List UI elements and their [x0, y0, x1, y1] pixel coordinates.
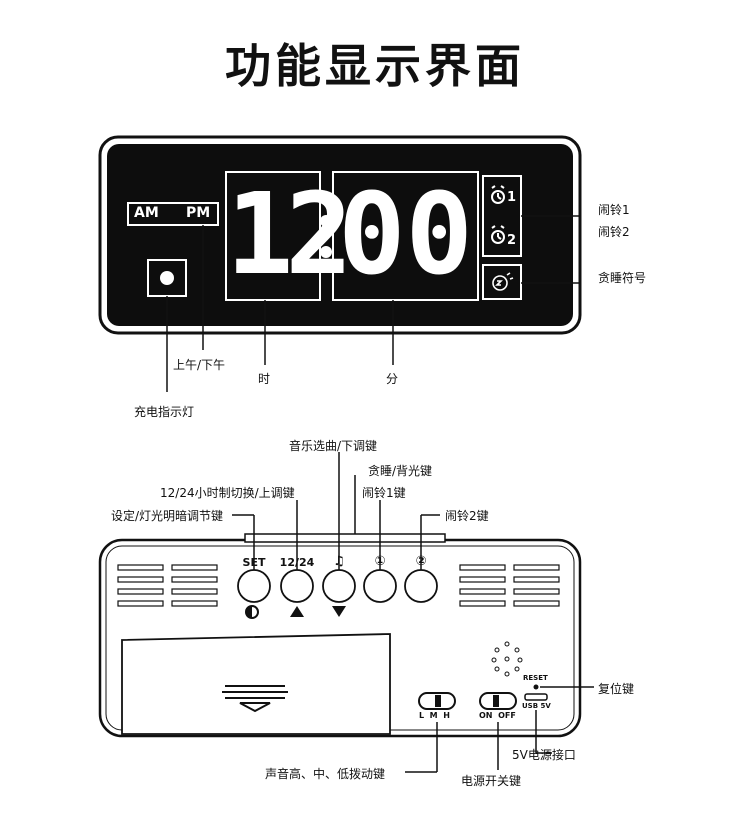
- callout-volume: 声音高、中、低拨动键: [265, 767, 386, 781]
- callout-alarm1: 闹铃1: [598, 203, 630, 217]
- callout-mode-button: 12/24小时制切换/上调键: [160, 486, 295, 500]
- mode-button-label: 12/24: [279, 556, 315, 569]
- callout-alarm2-button: 闹铃2键: [445, 509, 489, 523]
- volume-switch-label: L M H: [419, 711, 450, 720]
- callout-alarm1-button: 闹铃1键: [362, 486, 406, 500]
- vent-left: [117, 564, 218, 607]
- callout-reset: 复位键: [598, 682, 635, 696]
- volume-switch-toggle[interactable]: [419, 693, 455, 709]
- up-arrow-icon: [290, 606, 304, 617]
- callout-snooze-button: 贪睡/背光键: [368, 464, 433, 478]
- alarm1-button-label: ①: [374, 554, 386, 569]
- alarm-1-num: 1: [507, 190, 517, 205]
- reset-hole: [533, 684, 539, 690]
- usb-port: [524, 693, 548, 701]
- callout-ampm: 上午/下午: [173, 358, 226, 372]
- callout-snooze: 贪睡符号: [598, 271, 647, 285]
- callout-set-button: 设定/灯光明暗调节键: [111, 509, 224, 523]
- ampm-box: [127, 202, 219, 226]
- callout-hour: 时: [258, 372, 271, 386]
- reset-label: RESET: [523, 674, 548, 682]
- mode-button[interactable]: [281, 570, 313, 602]
- colon-top: [320, 215, 332, 227]
- alarm1-button[interactable]: [364, 570, 396, 602]
- callout-power: 电源开关键: [461, 774, 522, 788]
- reset-button[interactable]: [531, 682, 541, 692]
- battery-cover: [121, 633, 391, 735]
- music-button-label: ♫: [333, 554, 345, 569]
- down-arrow-icon: [332, 606, 346, 617]
- callout-usb: 5V电源接口: [512, 748, 576, 762]
- charge-indicator-led: [160, 271, 174, 285]
- alarm-1-icon: [491, 185, 505, 204]
- page-title: 功能显示界面: [225, 39, 525, 93]
- usb-port-hit[interactable]: [525, 694, 547, 700]
- alarm-2-icon: [491, 225, 505, 244]
- set-button-label: SET: [242, 556, 266, 569]
- callout-charge: 充电指示灯: [134, 405, 195, 419]
- alarm-2-num: 2: [507, 233, 517, 248]
- clock-screen: [107, 144, 573, 326]
- am-label: AM: [134, 205, 159, 221]
- power-switch-label: ON OFF: [479, 711, 516, 720]
- colon-bottom: [320, 246, 332, 258]
- vent-right: [459, 564, 560, 607]
- pm-label: PM: [186, 205, 211, 221]
- alarm2-button-label: ②: [415, 554, 427, 569]
- power-switch-toggle[interactable]: [480, 693, 516, 709]
- callout-alarm2: 闹铃2: [598, 225, 630, 239]
- music-button[interactable]: [323, 570, 355, 602]
- snooze-icon: [492, 272, 514, 291]
- top-ridge: [244, 533, 446, 543]
- minute-digits: 00: [338, 170, 473, 300]
- snooze-box: [482, 264, 522, 300]
- hour-box: [225, 171, 321, 301]
- minute-box: [332, 171, 479, 301]
- usb-label: USB 5V: [522, 702, 551, 710]
- speaker-holes: [491, 641, 523, 677]
- battery-grip: [222, 685, 288, 713]
- callout-music-button: 音乐选曲/下调键: [289, 439, 378, 453]
- hour-digits: 12: [226, 170, 353, 300]
- callout-minute: 分: [386, 372, 399, 386]
- set-button[interactable]: [238, 570, 270, 602]
- alarm2-button[interactable]: [405, 570, 437, 602]
- brightness-icon: [245, 605, 259, 619]
